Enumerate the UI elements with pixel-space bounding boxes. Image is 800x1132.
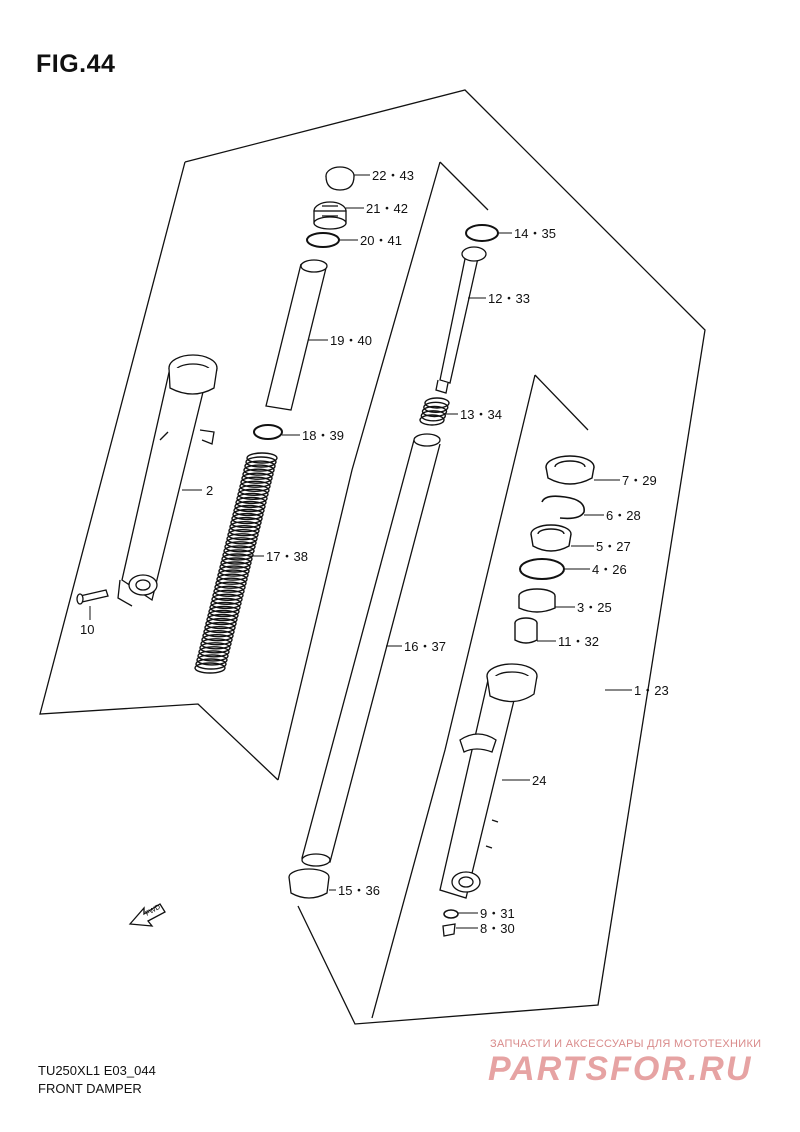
assembly-frame bbox=[39, 89, 706, 1025]
footer-model-code: TU250XL1 E03_044 bbox=[38, 1063, 156, 1078]
watermark-subtitle: ЗАПЧАСТИ И АКСЕССУАРЫ ДЛЯ МОТОТЕХНИКИ bbox=[490, 1038, 762, 1050]
label-part-21: 21・42 bbox=[366, 201, 408, 216]
label-part-16: 16・37 bbox=[404, 639, 446, 654]
outer-tube-part-2 bbox=[117, 354, 218, 607]
label-part-2: 2 bbox=[206, 483, 213, 498]
dust-seal-part-7 bbox=[545, 455, 595, 485]
inner-frame-lower bbox=[371, 374, 589, 1019]
label-part-18: 18・39 bbox=[302, 428, 344, 443]
bushing-part-15 bbox=[288, 868, 330, 899]
oring-part-20 bbox=[306, 232, 340, 248]
ring-part-14 bbox=[465, 224, 499, 242]
washer-part-18 bbox=[253, 424, 283, 440]
outer-tube-part-24 bbox=[439, 663, 538, 899]
label-part-1: 1・23 bbox=[634, 683, 669, 698]
watermark-brand: PARTSFOR.RU bbox=[488, 1050, 753, 1088]
label-part-17: 17・38 bbox=[266, 549, 308, 564]
bolt-part-21 bbox=[313, 201, 347, 230]
label-part-5: 5・27 bbox=[596, 539, 631, 554]
label-part-20: 20・41 bbox=[360, 233, 402, 248]
label-part-14: 14・35 bbox=[514, 226, 556, 241]
label-part-13: 13・34 bbox=[460, 407, 502, 422]
label-part-22: 22・43 bbox=[372, 168, 414, 183]
damper-rod-part-12 bbox=[435, 246, 487, 394]
oil-seal-part-5 bbox=[530, 524, 572, 552]
footer-diagram-name: FRONT DAMPER bbox=[38, 1081, 142, 1096]
label-part-8: 8・30 bbox=[480, 921, 515, 936]
inner-tube-part-16 bbox=[301, 433, 441, 867]
spring-part-13 bbox=[419, 397, 450, 426]
label-part-11: 11・32 bbox=[558, 634, 599, 649]
tube-part-19 bbox=[265, 259, 328, 411]
label-part-12: 12・33 bbox=[488, 291, 530, 306]
figure-title: FIG.44 bbox=[36, 50, 116, 78]
washer-part-4 bbox=[519, 558, 565, 580]
washer-part-9 bbox=[443, 909, 459, 919]
bolt-part-10 bbox=[76, 589, 109, 605]
fwd-arrow: FWD bbox=[128, 903, 166, 927]
inner-frame-spring bbox=[277, 161, 489, 781]
label-part-24: 24 bbox=[532, 773, 546, 788]
bolt-part-8 bbox=[442, 923, 456, 937]
guide-part-3 bbox=[518, 588, 556, 613]
label-part-9: 9・31 bbox=[480, 906, 515, 921]
label-part-19: 19・40 bbox=[330, 333, 372, 348]
label-part-6: 6・28 bbox=[606, 508, 641, 523]
label-part-7: 7・29 bbox=[622, 473, 657, 488]
label-part-15: 15・36 bbox=[338, 883, 380, 898]
label-part-4: 4・26 bbox=[592, 562, 627, 577]
clip-part-6 bbox=[541, 495, 585, 520]
label-part-3: 3・25 bbox=[577, 600, 612, 615]
label-part-10: 10 bbox=[80, 622, 94, 637]
spring-part-17 bbox=[194, 452, 278, 674]
collar-part-11 bbox=[514, 617, 538, 644]
cap-part-22 bbox=[325, 166, 355, 191]
